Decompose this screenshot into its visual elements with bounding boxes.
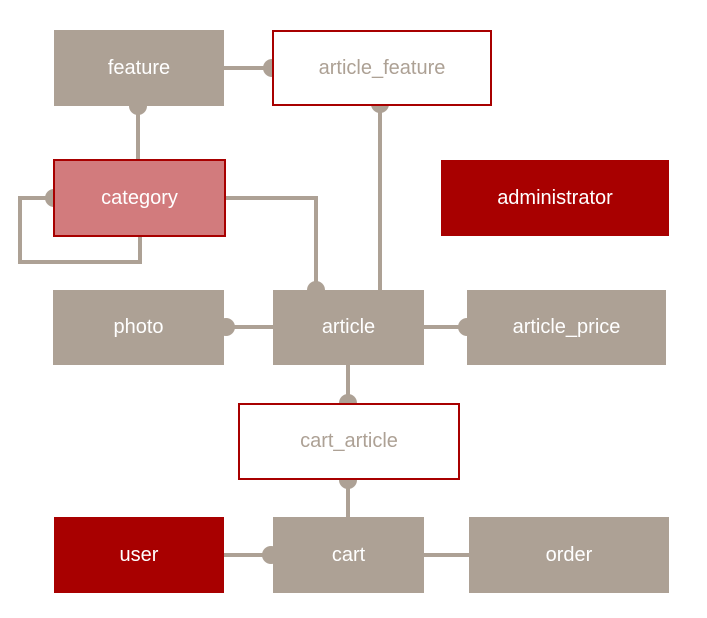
edge-category-self — [18, 196, 142, 264]
entity-user[interactable]: user — [54, 517, 224, 593]
entity-photo[interactable]: photo — [53, 290, 224, 365]
entity-feature[interactable]: feature — [54, 30, 224, 106]
entity-administrator[interactable]: administrator — [441, 160, 669, 236]
entity-order[interactable]: order — [469, 517, 669, 593]
entity-article-price[interactable]: article_price — [467, 290, 666, 365]
entity-cart[interactable]: cart — [273, 517, 424, 593]
entity-article[interactable]: article — [273, 290, 424, 365]
entity-category[interactable]: category — [53, 159, 226, 237]
edge-category-article — [226, 196, 318, 290]
entity-cart-article[interactable]: cart_article — [238, 403, 460, 480]
entity-article-feature[interactable]: article_feature — [272, 30, 492, 106]
